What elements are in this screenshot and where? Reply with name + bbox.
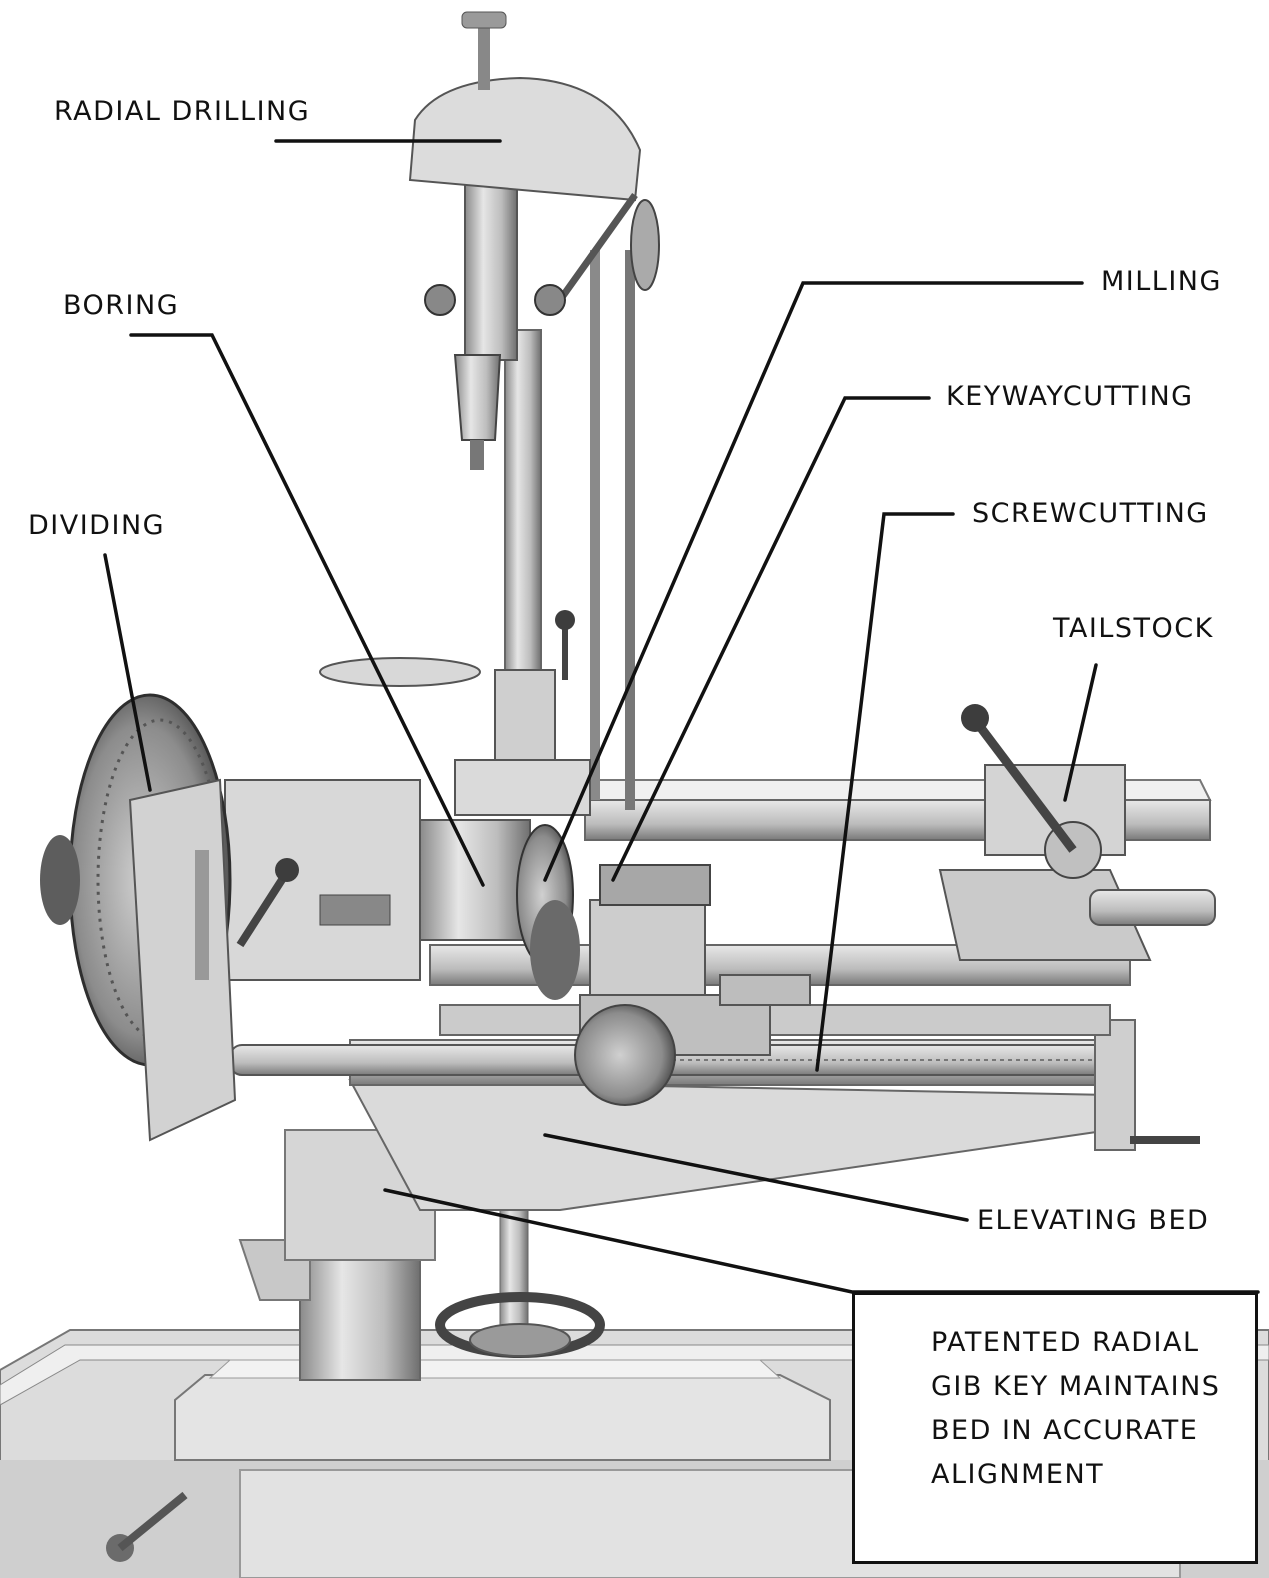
leader-dividing — [103, 553, 152, 792]
tailstock — [938, 704, 1216, 961]
label-milling: MILLING — [1101, 266, 1222, 297]
label-keywaycutting: KEYWAYCUTTING — [946, 381, 1194, 412]
label-elevating-bed: ELEVATING BED — [977, 1205, 1210, 1236]
callout-line-1: PATENTED RADIAL — [931, 1327, 1200, 1358]
label-dividing: DIVIDING — [28, 510, 166, 541]
leader-keywaycutting — [611, 396, 931, 882]
label-screwcutting: SCREWCUTTING — [972, 498, 1209, 529]
label-boring: BORING — [63, 290, 180, 321]
callout-line-2: GIB KEY MAINTAINS — [931, 1371, 1221, 1402]
label-tailstock: TAILSTOCK — [1053, 613, 1214, 644]
leader-boring — [129, 333, 485, 887]
leader-lines — [103, 139, 1260, 1294]
drill-head — [408, 11, 660, 470]
base-plinth — [174, 1359, 831, 1461]
leader-milling — [543, 281, 1084, 882]
main-column — [238, 1129, 436, 1381]
leader-elevating-bed — [543, 1133, 969, 1222]
leader-screwcutting — [815, 512, 955, 1072]
headstock — [224, 779, 580, 1000]
label-radial-drilling: RADIAL DRILLING — [54, 96, 311, 127]
gib-key-callout: PATENTED RADIAL GIB KEY MAINTAINS BED IN… — [852, 1292, 1258, 1564]
elevating-screw — [435, 1199, 605, 1358]
drill-column — [319, 250, 635, 816]
callout-line-3: BED IN ACCURATE — [931, 1415, 1199, 1446]
leader-tailstock — [1063, 663, 1098, 802]
dividing-head — [40, 693, 237, 1142]
callout-line-4: ALIGNMENT — [931, 1459, 1105, 1490]
saddle — [574, 864, 811, 1106]
